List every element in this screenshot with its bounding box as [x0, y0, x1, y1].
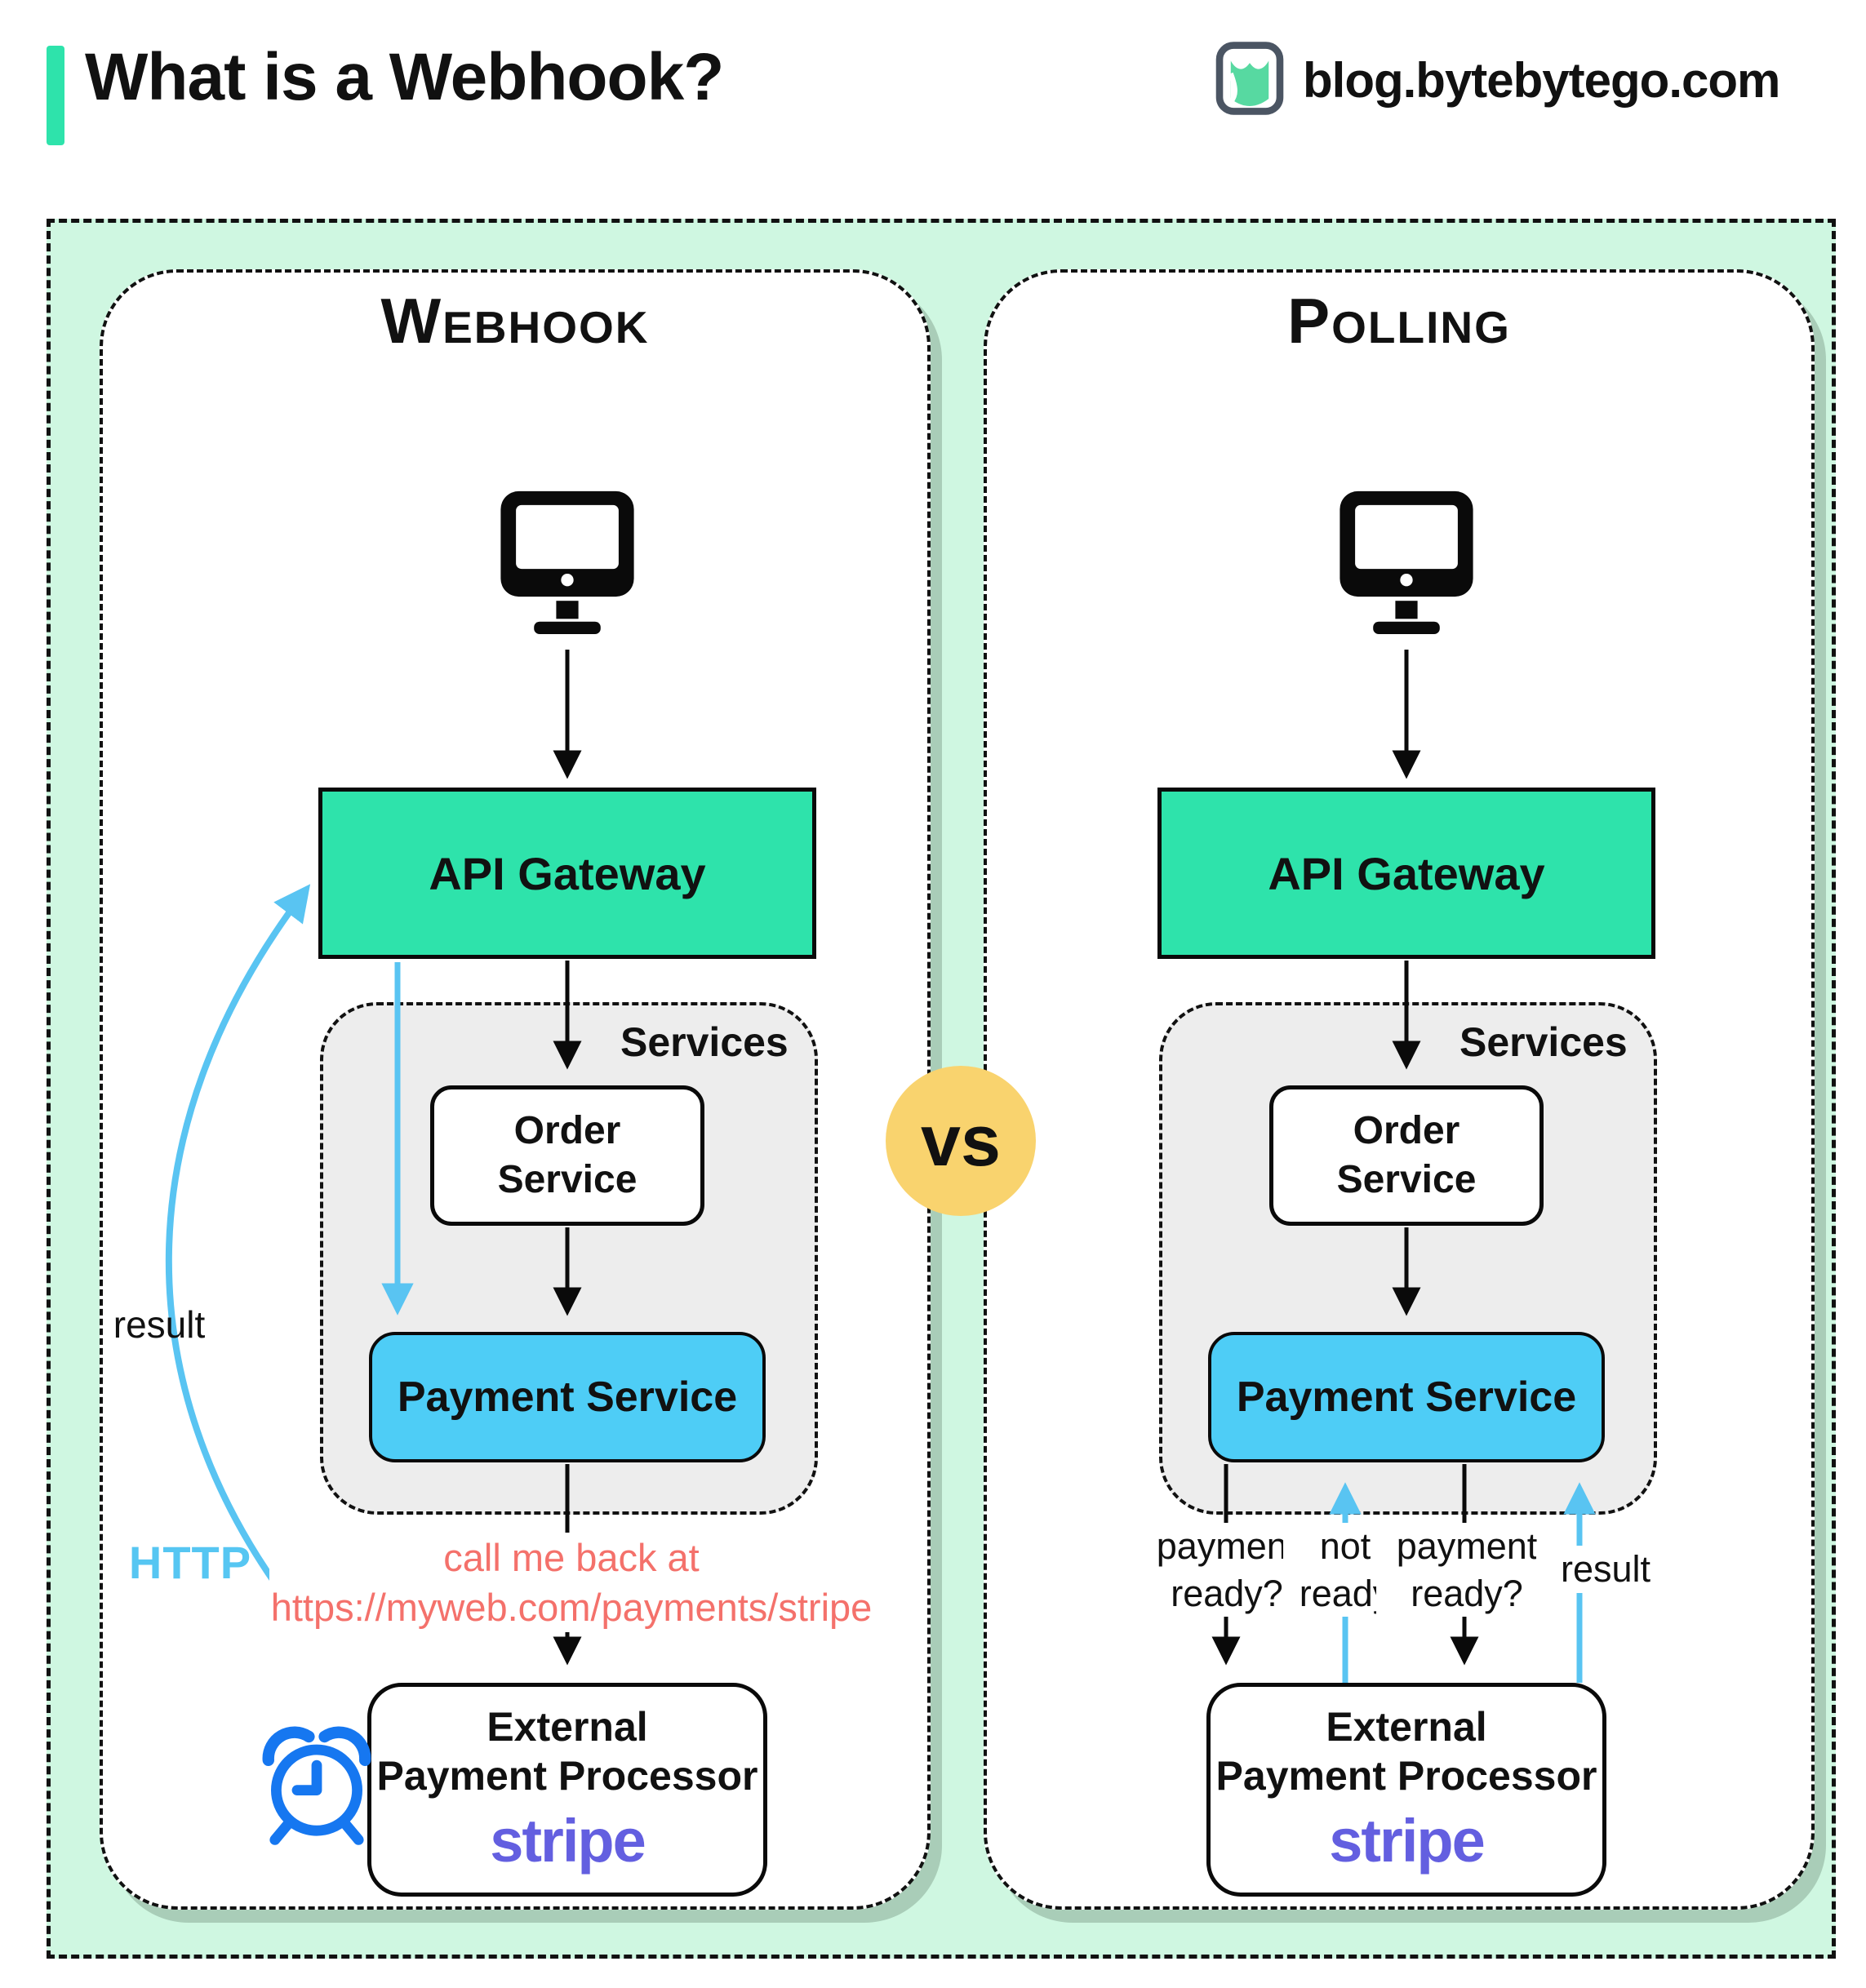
vs-badge: vs	[886, 1066, 1036, 1216]
webhook-panel-title: Webhook	[380, 285, 650, 357]
polling-panel-title: Polling	[1287, 285, 1511, 357]
polling-payment-service-box: Payment Service	[1208, 1332, 1605, 1462]
polling-order-service-box: Order Service	[1269, 1085, 1544, 1226]
webhook-external-line2: Payment Processor	[376, 1752, 758, 1799]
polling-result-label: result	[1536, 1546, 1675, 1593]
polling-external-processor-box: External Payment Processor stripe	[1206, 1683, 1606, 1897]
webhook-api-gateway-label: API Gateway	[429, 847, 706, 899]
webhook-arrow-http-result-curve	[165, 884, 311, 1594]
monitor-icon	[500, 490, 634, 634]
webhook-callback-url: https://myweb.com/payments/stripe	[270, 1586, 873, 1630]
title-accent-bar	[47, 46, 64, 145]
webhook-callback-note: call me back at https://myweb.com/paymen…	[269, 1533, 873, 1633]
stripe-logo: stripe	[490, 1806, 646, 1875]
webhook-api-gateway-box: API Gateway	[318, 788, 816, 959]
webhook-result-label: result	[113, 1303, 206, 1346]
polling-api-gateway-box: API Gateway	[1157, 788, 1655, 959]
webhook-external-line1: External	[486, 1703, 648, 1750]
bytebytego-logo-icon	[1215, 42, 1284, 115]
vs-label: vs	[921, 1100, 1001, 1181]
webhook-payment-service-label: Payment Service	[397, 1373, 738, 1421]
polling-payment-service-label: Payment Service	[1236, 1373, 1577, 1421]
polling-api-gateway-label: API Gateway	[1268, 847, 1545, 899]
webhook-order-service-label: Order Service	[497, 1109, 638, 1201]
polling-external-line1: External	[1326, 1703, 1487, 1750]
webhook-external-processor-box: External Payment Processor stripe	[367, 1683, 767, 1897]
webhook-order-service-box: Order Service	[430, 1085, 704, 1226]
webhook-payment-service-box: Payment Service	[369, 1332, 766, 1462]
monitor-icon	[1340, 490, 1473, 634]
stripe-logo: stripe	[1329, 1806, 1486, 1875]
webhook-callback-line1: call me back at	[443, 1536, 700, 1579]
site-url: blog.bytebytego.com	[1303, 53, 1780, 108]
polling-external-line2: Payment Processor	[1215, 1752, 1597, 1799]
page-title: What is a Webhook?	[85, 40, 724, 114]
polling-services-label: Services	[1459, 1019, 1628, 1065]
polling-payment-ready-label-2: payment ready?	[1376, 1523, 1557, 1617]
webhook-services-label: Services	[620, 1019, 789, 1065]
polling-order-service-label: Order Service	[1336, 1109, 1477, 1201]
alarm-clock-icon	[262, 1726, 371, 1845]
webhook-http-label: HTTP	[128, 1537, 252, 1588]
